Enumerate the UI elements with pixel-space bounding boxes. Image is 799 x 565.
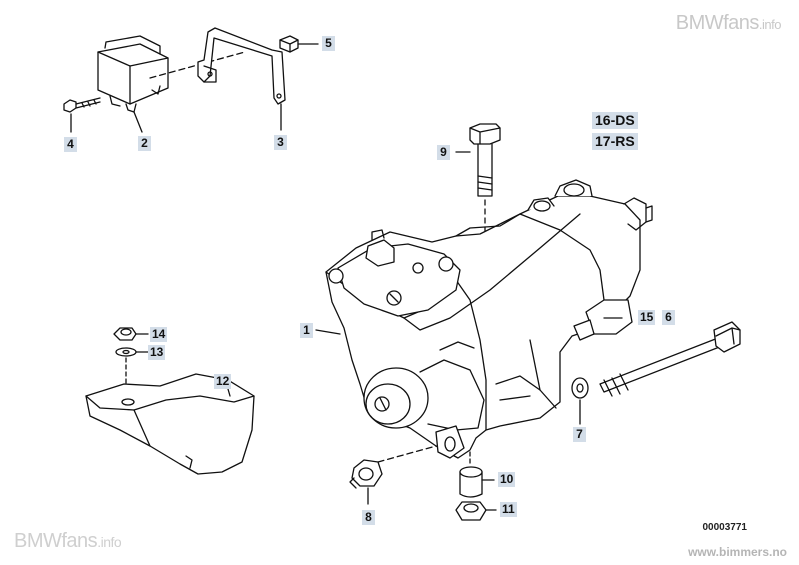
washer-7 xyxy=(571,377,589,425)
part-tag-5[interactable]: 5 xyxy=(322,36,335,51)
part-tag-4[interactable]: 4 xyxy=(64,137,77,152)
part-tag-11[interactable]: 11 xyxy=(500,502,517,517)
bolt-9 xyxy=(455,123,501,241)
watermark-bottom: BMWfans.info xyxy=(14,530,122,552)
clip-nut xyxy=(279,35,299,53)
bolt-6 xyxy=(599,321,741,397)
part-tag-12[interactable]: 12 xyxy=(214,374,232,389)
part-tag-8[interactable]: 8 xyxy=(362,510,375,525)
control-module xyxy=(97,35,169,113)
part-tag-9[interactable]: 9 xyxy=(437,145,450,160)
part-tag-14[interactable]: 14 xyxy=(150,327,168,342)
part-tag-2[interactable]: 2 xyxy=(138,136,151,151)
screw xyxy=(63,97,101,113)
part-tag-13[interactable]: 13 xyxy=(148,345,166,360)
part-tag-1[interactable]: 1 xyxy=(300,323,313,338)
variant-label-1: 16-DS xyxy=(592,112,638,129)
part-tag-3[interactable]: 3 xyxy=(274,135,287,150)
part-tag-6[interactable]: 6 xyxy=(662,310,675,325)
cover-12 xyxy=(85,373,255,475)
bracket xyxy=(197,27,286,105)
site-url: www.bimmers.no xyxy=(688,545,787,559)
nut-14 xyxy=(113,327,149,341)
steering-gear xyxy=(325,179,653,459)
bush-10 xyxy=(459,451,495,498)
nut-8 xyxy=(349,445,437,505)
watermark-top: BMWfans.info xyxy=(675,12,782,34)
washer-13 xyxy=(115,347,149,385)
variant-label-2: 17-RS xyxy=(592,133,638,150)
part-tag-10[interactable]: 10 xyxy=(498,472,516,487)
diagram-code: 00003771 xyxy=(702,522,748,533)
part-tag-7[interactable]: 7 xyxy=(573,427,586,442)
nut-11 xyxy=(455,501,497,521)
part-tag-15[interactable]: 15 xyxy=(638,310,656,325)
